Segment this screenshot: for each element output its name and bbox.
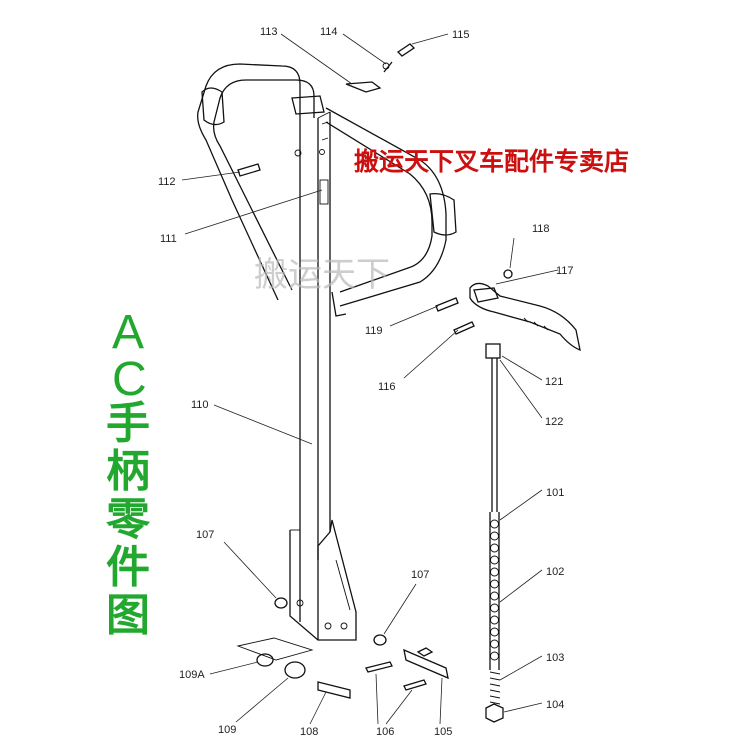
label-101: 101 [546,487,564,499]
top-bracket-parts [345,43,416,93]
leader-lines [181,33,559,725]
side-title-char-6: 件 [106,542,150,593]
label-117: 117 [556,265,574,277]
label-115: 115 [452,29,470,41]
pull-rod-assembly [485,343,504,723]
side-title-char-4: 柄 [106,446,150,497]
label-113: 113 [260,26,278,38]
side-title-char-3: 手 [106,398,150,449]
label-114: 114 [320,26,338,38]
label-109A: 109A [179,669,205,681]
label-118: 118 [532,223,550,235]
label-111: 111 [160,233,177,245]
side-title-char-5: 零 [106,494,151,545]
part-labels: 113 114 115 112 111 118 117 119 116 121 … [158,26,574,738]
pins [237,163,475,335]
label-112: 112 [158,176,176,188]
label-119: 119 [365,325,383,337]
label-104: 104 [546,699,564,711]
side-title-char-2: C [112,353,147,406]
label-102: 102 [546,566,564,578]
handle-loop [197,63,457,317]
side-title-char-7: 图 [106,590,150,641]
control-lever [469,269,581,352]
chain-links [490,519,499,661]
label-116: 116 [378,381,396,393]
bottom-parts [236,597,449,699]
handle-shaft [289,111,357,641]
label-108: 108 [300,726,318,738]
store-title: 搬运天下叉车配件专卖店 [354,147,629,176]
label-122: 122 [545,416,563,428]
label-110: 110 [191,399,209,411]
label-105: 105 [434,726,452,738]
label-109: 109 [218,724,236,736]
label-107-right: 107 [411,569,429,581]
side-title: A C 手 柄 零 件 图 [106,306,151,641]
watermark: 搬运天下 [254,255,390,295]
side-title-char-1: A [112,306,144,359]
label-107-left: 107 [196,529,214,541]
label-121: 121 [545,376,563,388]
label-106: 106 [376,726,394,738]
label-103: 103 [546,652,564,664]
